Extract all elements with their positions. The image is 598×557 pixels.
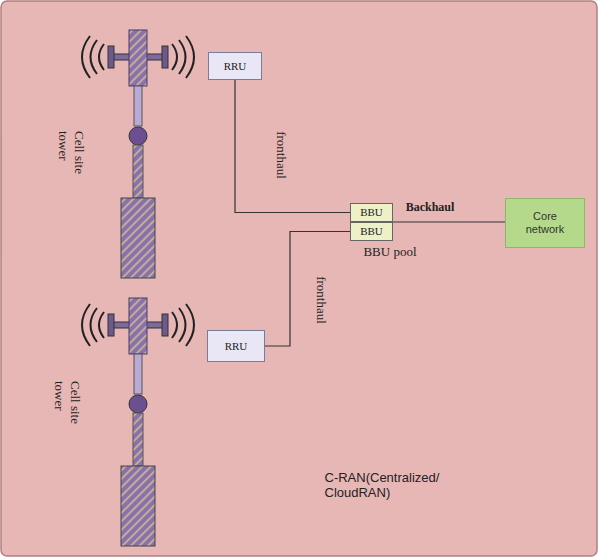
link-label: fronthaul: [273, 130, 289, 180]
rru-box: RRU: [207, 330, 265, 362]
rru-box: RRU: [208, 52, 262, 80]
cell-tower-icon: [82, 298, 194, 546]
cell-tower-icon: [82, 30, 194, 278]
link-label: Backhaul: [405, 200, 456, 215]
box-label: Core network: [515, 210, 575, 235]
box-label: BBU: [360, 206, 383, 219]
box-label: BBU: [360, 225, 383, 238]
tower-label: Cell site tower: [51, 381, 83, 439]
core-network-box: Core network: [505, 198, 585, 248]
pool-label: BBU pool: [363, 244, 416, 260]
bbu-box: BBU: [350, 222, 393, 241]
diagram-caption: C-RAN(Centralized/ CloudRAN): [325, 470, 460, 500]
tower-label: Cell site tower: [55, 131, 87, 189]
link-line: [235, 80, 350, 213]
box-label: RRU: [224, 60, 247, 73]
box-label: RRU: [225, 340, 248, 353]
link-line: [393, 221, 505, 222]
bbu-box: BBU: [350, 203, 393, 222]
link-line: [265, 232, 350, 347]
link-label: fronthaul: [313, 275, 329, 325]
